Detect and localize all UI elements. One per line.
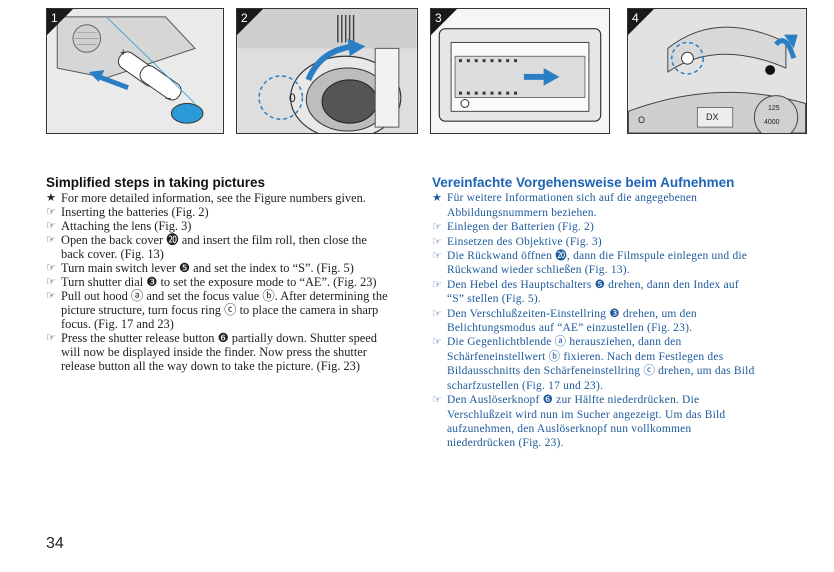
dial-number-125: 125 xyxy=(768,105,780,112)
hand-pointer-icon: ☞ xyxy=(46,332,56,344)
film-illustration xyxy=(431,9,609,133)
german-step: ☞ Den Verschlußzeiten-Einstellring ❸ dre… xyxy=(432,307,697,320)
hand-pointer-icon: ☞ xyxy=(432,250,442,263)
main-switch-illustration xyxy=(628,9,806,133)
lens-illustration xyxy=(237,9,417,133)
english-step: ☞ Press the shutter release button ❻ par… xyxy=(46,331,377,345)
figure-3-film: 3 xyxy=(430,8,610,134)
figure-number: 2 xyxy=(237,9,263,35)
english-step: ☞ Attaching the lens (Fig. 3) xyxy=(46,219,192,233)
page-number: 34 xyxy=(46,535,64,552)
plus-mark: + xyxy=(120,47,127,59)
english-intro: ★ For more detailed information, see the… xyxy=(46,191,420,205)
english-heading: Simplified steps in taking pictures xyxy=(46,175,266,190)
english-step: ☞ Open the back cover ⓴ and insert the f… xyxy=(46,233,367,247)
english-step: ☞ Pull out hood ⓐ and set the focus valu… xyxy=(46,289,388,303)
dx-mark: DX xyxy=(706,112,719,122)
hand-pointer-icon: ☞ xyxy=(432,278,442,291)
star-icon: ★ xyxy=(46,192,56,204)
dial-number-4000: 4000 xyxy=(764,119,780,126)
figure-number: 3 xyxy=(431,9,457,35)
hand-pointer-icon: ☞ xyxy=(432,235,442,248)
hand-pointer-icon: ☞ xyxy=(432,307,442,320)
figure-number: 1 xyxy=(47,9,73,35)
minus-mark: − xyxy=(165,93,172,105)
hand-pointer-icon: ☞ xyxy=(46,276,56,288)
hand-pointer-icon: ☞ xyxy=(46,262,56,274)
german-step: ☞ Die Rückwand öffnen ⓴, dann die Filmsp… xyxy=(432,250,748,263)
german-instructions: Vereinfachte Vorgehensweise beim Aufnehm… xyxy=(432,175,808,451)
hand-pointer-icon: ☞ xyxy=(432,221,442,234)
german-step: ☞ Einsetzen des Objektive (Fig. 3) xyxy=(432,235,602,248)
german-intro: ★ Für weitere Informationen sich auf die… xyxy=(432,192,698,205)
hand-pointer-icon: ☞ xyxy=(46,290,56,302)
english-step: ☞ Turn main switch lever ❺ and set the i… xyxy=(46,261,354,275)
star-icon: ★ xyxy=(432,192,442,205)
hand-pointer-icon: ☞ xyxy=(46,234,56,246)
german-step: ☞ Den Auslöserknopf ❻ zur Hälfte niederd… xyxy=(432,394,700,407)
hand-pointer-icon: ☞ xyxy=(432,394,442,407)
english-step: ☞ Turn shutter dial ❸ to set the exposur… xyxy=(46,275,377,289)
figure-number: 4 xyxy=(628,9,654,35)
hand-pointer-icon: ☞ xyxy=(46,220,56,232)
figure-2-lens: 2 0 xyxy=(236,8,418,134)
english-step: ☞ Inserting the batteries (Fig. 2) xyxy=(46,205,209,219)
german-step: ☞ Einlegen der Batterien (Fig. 2) xyxy=(432,221,595,234)
german-step: ☞ Die Gegenlichtblende ⓐ herausziehen, d… xyxy=(432,336,682,349)
figure-1-batteries: 1 + − xyxy=(46,8,224,134)
hand-pointer-icon: ☞ xyxy=(432,336,442,349)
zero-mark: O xyxy=(638,115,646,125)
lens-index-mark: 0 xyxy=(289,91,296,105)
hand-pointer-icon: ☞ xyxy=(46,206,56,218)
english-intro-text: For more detailed information, see the F… xyxy=(61,191,366,205)
german-heading: Vereinfachte Vorgehensweise beim Aufnehm… xyxy=(432,175,735,190)
german-step: ☞ Den Hebel des Hauptschalters ❺ drehen,… xyxy=(432,278,739,291)
english-instructions: Simplified steps in taking pictures ★ Fo… xyxy=(46,175,420,374)
battery-illustration xyxy=(47,9,223,133)
figure-4-main-switch: 4 DX 125 4000 O xyxy=(627,8,807,134)
